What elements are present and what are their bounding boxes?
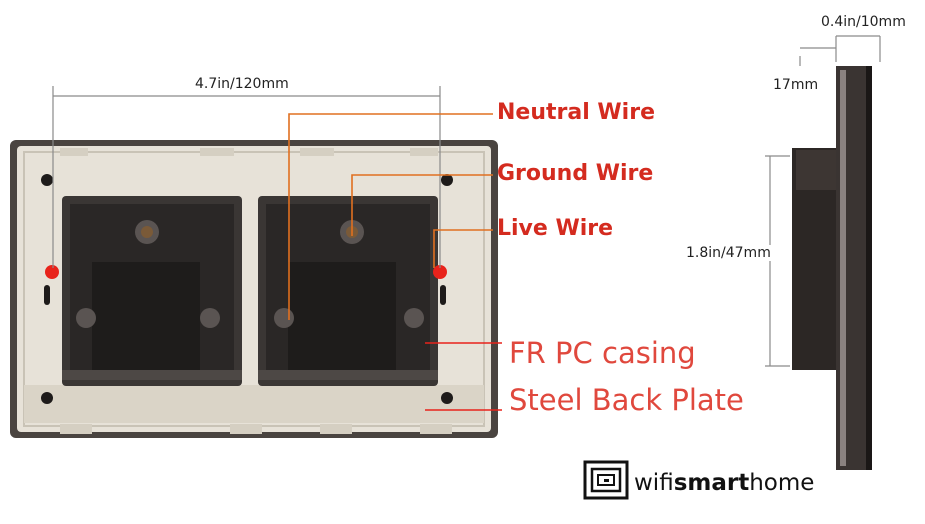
- wifi-box-logo-icon: [583, 460, 629, 500]
- left-terminal-block: [62, 196, 242, 386]
- neutral-wire-label: Neutral Wire: [497, 100, 655, 125]
- switch-side-view: [792, 66, 872, 470]
- right-terminal-block: [258, 196, 438, 386]
- right-dimension-marker: [433, 265, 447, 279]
- brand-part-1: wifi: [634, 470, 674, 496]
- live-wire-label: Live Wire: [497, 216, 614, 241]
- ground-wire-label: Ground Wire: [497, 161, 654, 186]
- steel-back-plate: [24, 385, 484, 423]
- brand-part-2: smart: [673, 470, 750, 496]
- height-dimension-label: 1.8in/47mm: [686, 245, 771, 261]
- inset-dimension-label: 17mm: [773, 77, 819, 93]
- brand-part-3: home: [749, 470, 815, 496]
- brand-wordmark: wifismarthome: [634, 470, 814, 496]
- neutral-leader: [288, 113, 493, 320]
- width-dimension-label: 4.7in/120mm: [195, 76, 289, 92]
- ground-leader: [351, 174, 493, 236]
- live-leader: [433, 229, 493, 268]
- steel-back-plate-label: Steel Back Plate: [509, 383, 744, 417]
- depth-dimension-label: 0.4in/10mm: [821, 14, 906, 30]
- fr-pc-casing-label: FR PC casing: [509, 336, 696, 370]
- width-dimension-line: [52, 86, 441, 268]
- left-dimension-marker: [45, 265, 59, 279]
